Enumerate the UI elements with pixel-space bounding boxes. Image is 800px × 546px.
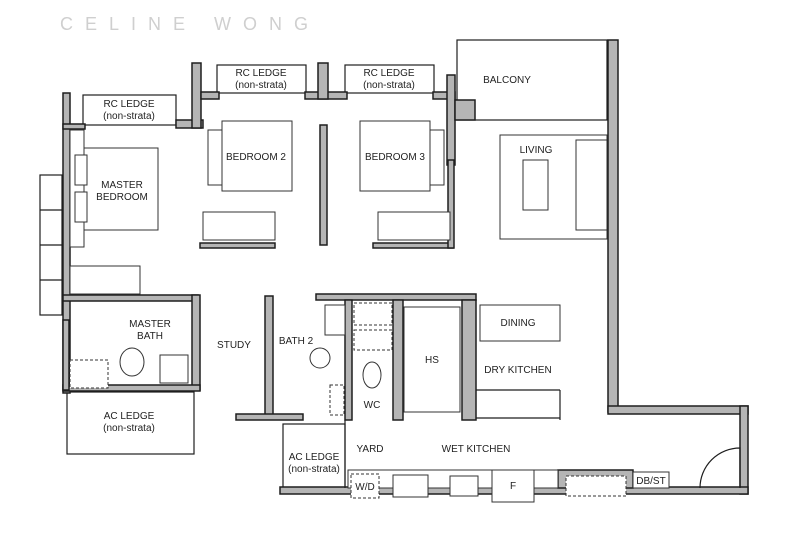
entrance-door[interactable] [699,447,741,489]
toilet [309,347,331,369]
label-rc-ledge: RC LEDGE [103,99,154,110]
wardrobe [377,211,451,241]
coffee-table [522,159,549,211]
label-ac-ledge: AC LEDGE [289,452,340,463]
label-bath2: BATH 2 [279,336,314,347]
rc-ledge-master [82,94,177,126]
fridge [491,469,535,503]
label-non-strata: (non-strata) [363,80,415,91]
shower [69,359,109,389]
kitchen-sink [449,475,479,497]
sink [324,304,346,336]
label-dry-kitchen: DRY KITCHEN [484,365,551,376]
shower [329,384,345,416]
sofa [575,139,608,231]
balcony-area [456,39,608,121]
bedroom3-bed [359,120,431,192]
wardrobe [69,265,141,295]
shower [353,329,393,351]
label-study: STUDY [217,340,251,351]
label-non-strata: (non-strata) [103,111,155,122]
label-dining: DINING [501,318,536,329]
watermark: CELINE WONG [60,14,320,34]
label-non-strata: (non-strata) [103,423,155,434]
sink [159,354,189,384]
bedroom2-bed [221,120,293,192]
toilet [119,347,145,377]
label-rc-ledge: RC LEDGE [235,68,286,79]
label-master-bedroom-2: BEDROOM [96,192,148,203]
label-bedroom3: BEDROOM 3 [365,152,425,163]
label-master-bath: MASTER [129,319,171,330]
label-yard: YARD [356,444,383,455]
rc-ledge-bedroom3 [344,64,435,94]
label-rc-ledge: RC LEDGE [363,68,414,79]
label-non-strata: (non-strata) [235,80,287,91]
label-wd: W/D [355,482,374,493]
dining-table [479,304,561,342]
household-shelter [403,306,461,413]
label-wc: WC [364,400,381,411]
shower [353,302,393,326]
label-master-bath-2: BATH [137,331,163,342]
label-non-strata: (non-strata) [288,464,340,475]
hob [392,474,429,498]
shower [565,475,627,497]
label-fridge: F [510,481,516,492]
rc-ledge-bedroom2 [216,64,307,94]
washer-dryer [350,473,380,499]
db-st [632,471,670,489]
label-dbst: DB/ST [636,476,665,487]
toilet [362,361,382,389]
label-ac-ledge: AC LEDGE [104,411,155,422]
label-wet-kitchen: WET KITCHEN [442,444,511,455]
wardrobe [202,211,276,241]
label-living: LIVING [520,145,553,156]
label-hs: HS [425,355,439,366]
label-balcony: BALCONY [483,75,531,86]
label-bedroom2: BEDROOM 2 [226,152,286,163]
label-master-bedroom: MASTER [101,180,143,191]
ac-ledge-master [66,391,195,455]
master-bed [79,147,159,231]
